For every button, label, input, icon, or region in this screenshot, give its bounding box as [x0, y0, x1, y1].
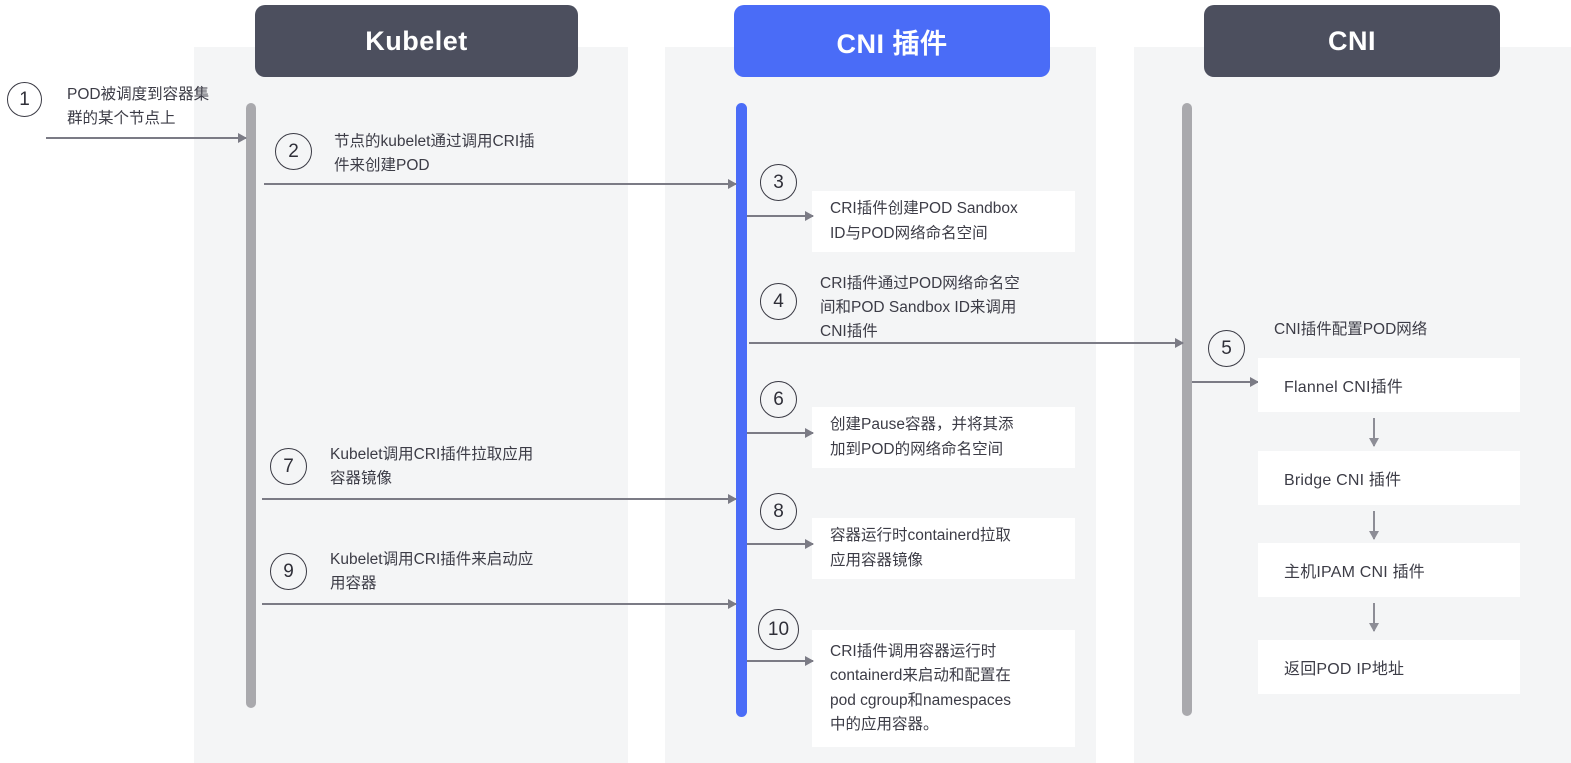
step-label-9: Kubelet调用CRI插件来启动应 用容器 [330, 551, 534, 593]
lifeline-cni-plugin [736, 103, 747, 717]
arrow-step-6 [747, 432, 813, 434]
step-circle-7[interactable]: 7 [270, 448, 307, 485]
step-label-4: CRI插件通过POD网络命名空 间和POD Sandbox ID来调用 CNI插… [820, 275, 1020, 341]
cni-chain-box-bridge[interactable]: Bridge CNI 插件 [1258, 451, 1520, 505]
cni-chain-caption: CNI插件配置POD网络 [1274, 321, 1428, 338]
step-note-box-6: 创建Pause容器，并将其添 加到POD的网络命名空间 [812, 407, 1075, 468]
arrow-step-7 [262, 498, 736, 500]
arrow-step-10 [747, 660, 813, 662]
step-circle-10[interactable]: 10 [758, 609, 799, 650]
step-circle-1[interactable]: 1 [7, 82, 42, 117]
step-circle-3[interactable]: 3 [760, 164, 797, 201]
lane-header-cni-plugin[interactable]: CNI 插件 [734, 5, 1050, 77]
step-circle-9[interactable]: 9 [270, 553, 307, 590]
cni-chain-box-ipam[interactable]: 主机IPAM CNI 插件 [1258, 543, 1520, 597]
step-circle-5[interactable]: 5 [1208, 330, 1245, 367]
step-note-box-3: CRI插件创建POD Sandbox ID与POD网络命名空间 [812, 191, 1075, 252]
lifeline-cni [1182, 103, 1192, 716]
step-note-box-8: 容器运行时containerd拉取 应用容器镜像 [812, 518, 1075, 579]
lifeline-kubelet [246, 103, 256, 708]
step-circle-4[interactable]: 4 [760, 283, 797, 320]
arrow-step-8 [747, 543, 813, 545]
step-label-2: 节点的kubelet通过调用CRI插 件来创建POD [334, 133, 535, 175]
cni-chain-arrow-1 [1373, 418, 1375, 446]
lane-background-kubelet [194, 47, 628, 763]
cni-chain-arrow-3 [1373, 603, 1375, 631]
step-circle-6[interactable]: 6 [760, 381, 797, 418]
arrow-step-5 [1192, 381, 1258, 383]
cni-chain-arrow-2 [1373, 511, 1375, 539]
arrow-step-1 [46, 137, 246, 139]
cni-chain-box-flannel[interactable]: Flannel CNI插件 [1258, 358, 1520, 412]
lane-header-cni[interactable]: CNI [1204, 5, 1500, 77]
arrow-step-9 [262, 603, 736, 605]
cni-chain-box-return-ip[interactable]: 返回POD IP地址 [1258, 640, 1520, 694]
step-label-7: Kubelet调用CRI插件拉取应用 容器镜像 [330, 446, 534, 488]
step-label-1: POD被调度到容器集 群的某个节点上 [67, 86, 210, 128]
step-circle-2[interactable]: 2 [275, 133, 312, 170]
lane-header-kubelet[interactable]: Kubelet [255, 5, 578, 77]
arrow-step-2 [264, 183, 736, 185]
arrow-step-4 [749, 342, 1183, 344]
arrow-step-3 [747, 215, 813, 217]
step-circle-8[interactable]: 8 [760, 493, 797, 530]
step-note-box-10: CRI插件调用容器运行时 containerd来启动和配置在 pod cgrou… [812, 630, 1075, 747]
